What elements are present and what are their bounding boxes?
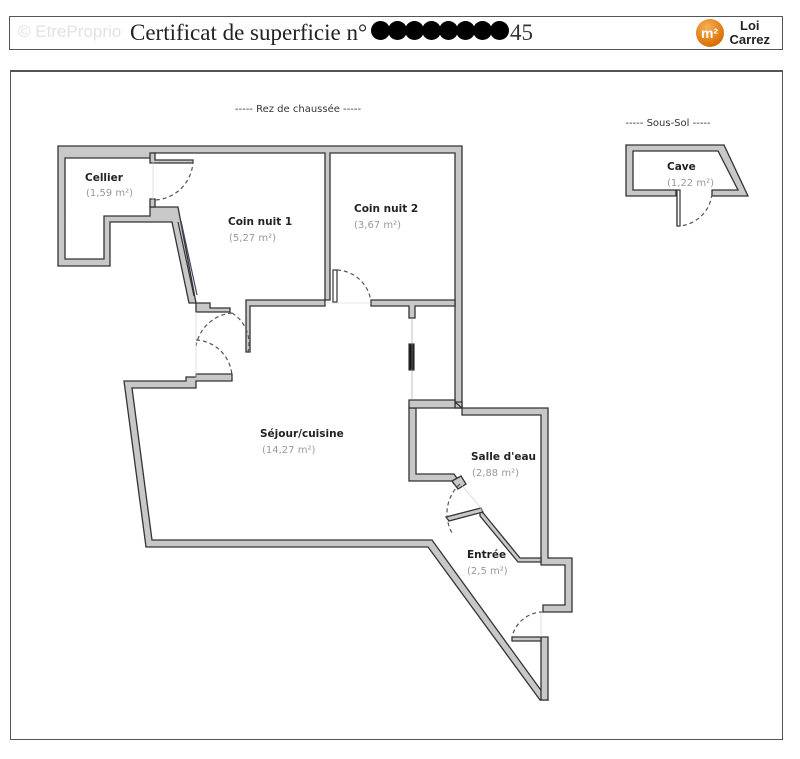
wall [149, 152, 194, 164]
room-name-entree: Entrée [467, 549, 506, 561]
wall [370, 299, 456, 319]
m2-circle-icon: m² [695, 19, 724, 47]
wall [195, 302, 231, 313]
certificate-header: © EtreProprio Certificat de superficie n… [9, 16, 783, 50]
certificate-title: Certificat de superficie n° 45 [130, 20, 533, 46]
door-arc [511, 611, 544, 638]
wall [444, 507, 484, 522]
redacted-number [370, 20, 509, 46]
room-name-coin-nuit-1: Coin nuit 1 [228, 216, 292, 228]
watermark: © EtreProprio [18, 22, 122, 41]
room-area-cellier: (1,59 m²) [86, 188, 133, 199]
room-area-coin-nuit-1: (5,27 m²) [229, 233, 276, 244]
wall [149, 198, 156, 208]
door-arc [336, 269, 372, 303]
room-area-salle-eau: (2,88 m²) [472, 468, 519, 479]
wall [540, 636, 549, 701]
wall [511, 636, 542, 642]
number-suffix: 45 [509, 20, 533, 45]
door-arc [446, 483, 461, 534]
wall [453, 401, 573, 613]
wall [408, 399, 456, 409]
wall [57, 145, 463, 409]
floor-plan-frame [10, 70, 783, 740]
room-area-coin-nuit-2: (3,67 m²) [354, 220, 401, 231]
wall [408, 407, 463, 485]
wall [625, 144, 750, 197]
room-area-cave: (1,22 m²) [667, 178, 714, 189]
room-name-sejour: Séjour/cuisine [260, 428, 344, 440]
door-arc [679, 193, 713, 227]
loi-carrez-logo: m² Loi Carrez [695, 18, 770, 47]
door-arc [195, 339, 233, 379]
door-arc [195, 312, 233, 347]
logo-line2: Carrez [729, 32, 770, 47]
room-name-cellier: Cellier [85, 172, 124, 184]
door-arc [154, 159, 194, 201]
level-label-ground: ----- Rez de chaussée ----- [235, 103, 362, 115]
wall [123, 373, 550, 701]
door-arc [231, 312, 250, 353]
room-area-sejour: (14,27 m²) [262, 445, 315, 456]
room-area-entree: (2,5 m²) [467, 566, 508, 577]
wall [479, 508, 542, 563]
room-name-coin-nuit-2: Coin nuit 2 [354, 203, 418, 215]
room-name-cave: Cave [667, 161, 696, 173]
wall [245, 299, 326, 353]
room-name-salle-eau: Salle d'eau [471, 451, 536, 463]
logo-line1: Loi [740, 18, 760, 33]
level-label-basement: ----- Sous-Sol ----- [625, 118, 711, 129]
title-text: Certificat de superficie n° [130, 20, 368, 45]
